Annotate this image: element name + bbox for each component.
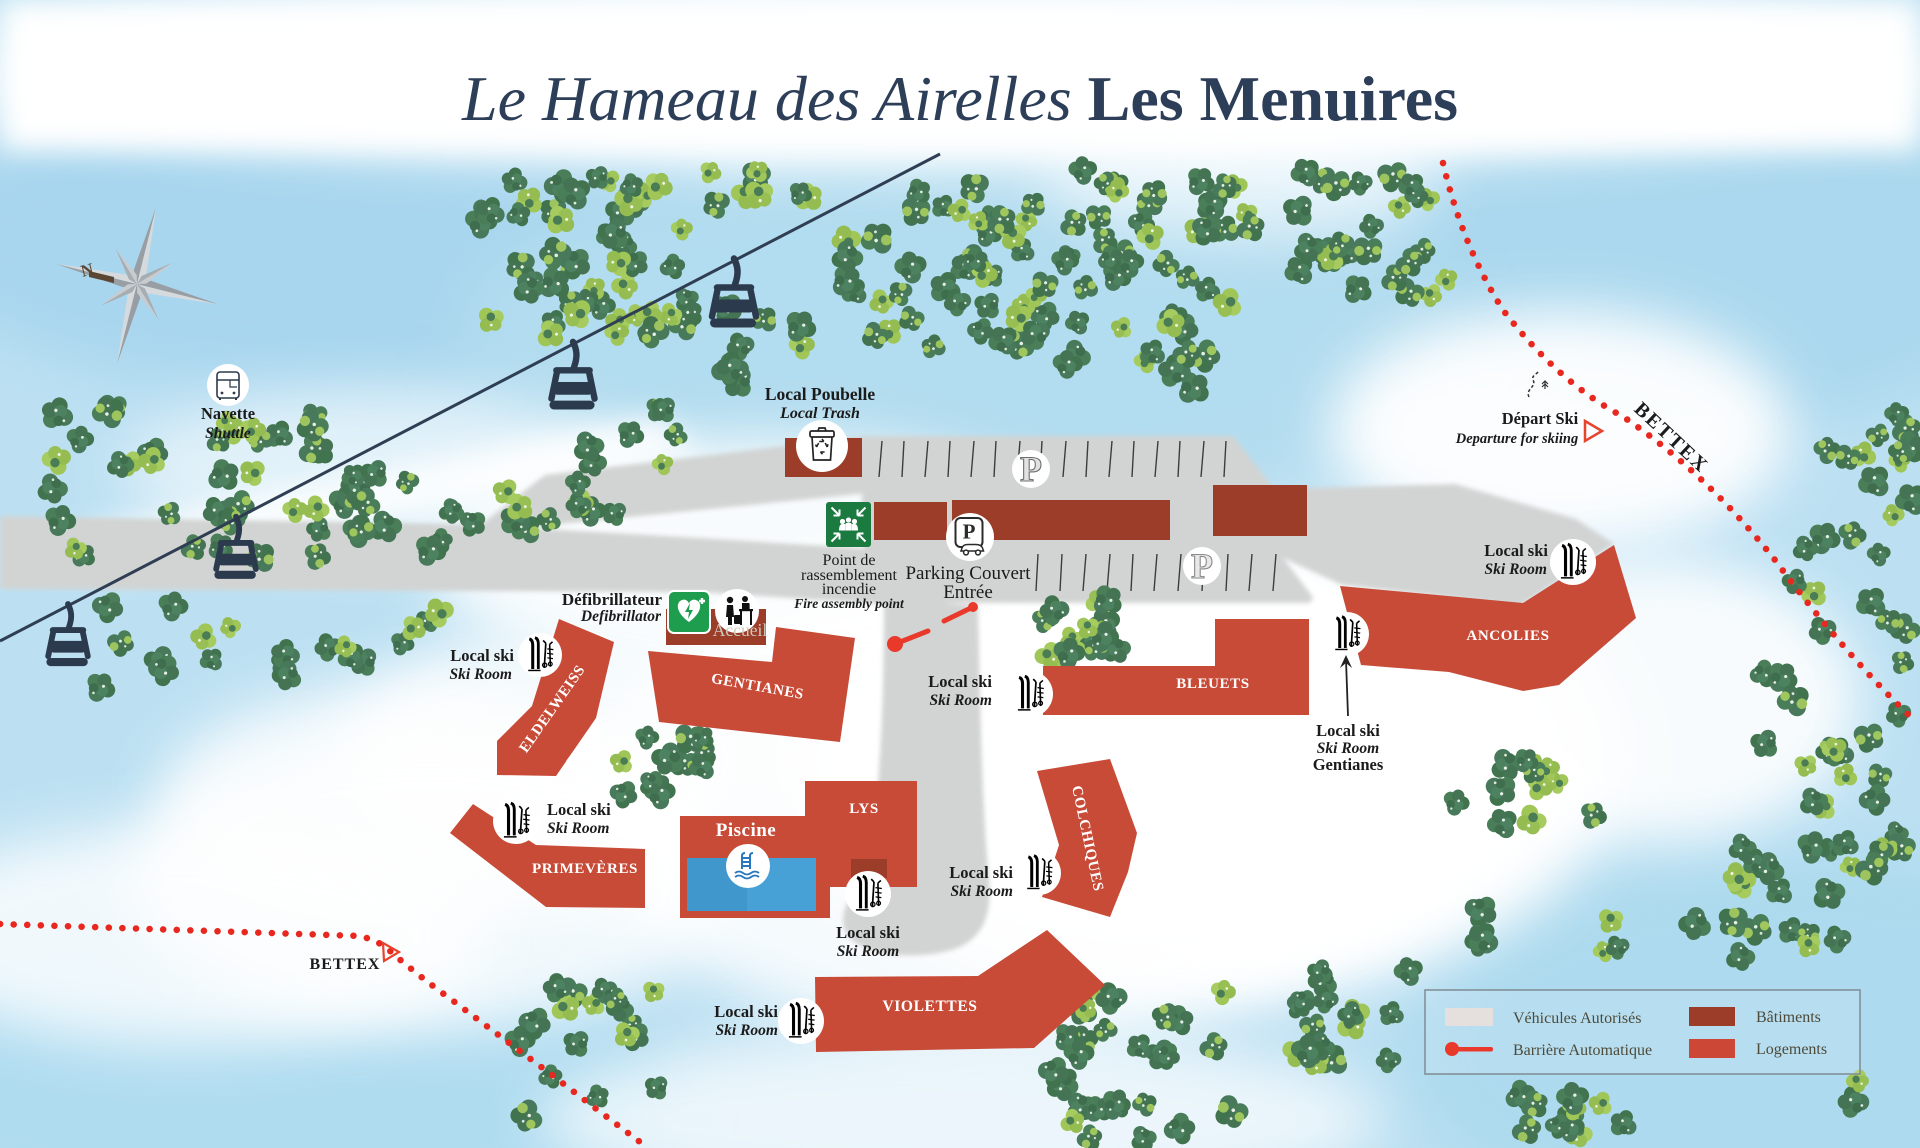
svg-text:ANCOLIES: ANCOLIES (1466, 628, 1549, 644)
svg-text:Gentianes: Gentianes (1313, 755, 1384, 774)
svg-text:P: P (1191, 546, 1213, 586)
svg-text:Point de: Point de (823, 552, 876, 569)
svg-text:incendie: incendie (822, 581, 876, 598)
svg-text:Ski Room: Ski Room (1317, 740, 1379, 757)
svg-text:Accueil: Accueil (713, 620, 768, 640)
svg-text:Ski Room: Ski Room (716, 1022, 778, 1039)
svg-text:Local ski: Local ski (714, 1002, 778, 1021)
svg-text:Local ski: Local ski (949, 863, 1013, 882)
svg-text:Ski Room: Ski Room (547, 820, 609, 837)
svg-text:Ski Room: Ski Room (837, 943, 899, 960)
svg-text:Local ski: Local ski (836, 923, 900, 942)
svg-text:Barrière Automatique: Barrière Automatique (1513, 1042, 1652, 1059)
svg-text:Local ski: Local ski (1484, 541, 1548, 560)
svg-text:Navette: Navette (201, 404, 255, 423)
svg-text:Departure for skiing: Departure for skiing (1455, 431, 1578, 447)
svg-text:Shuttle: Shuttle (205, 425, 251, 442)
svg-text:PRIMEVÈRES: PRIMEVÈRES (532, 860, 638, 877)
svg-text:Ski Room: Ski Room (1485, 561, 1547, 578)
svg-text:Défibrillateur: Défibrillateur (562, 590, 663, 609)
svg-text:Fire assembly point: Fire assembly point (793, 596, 905, 611)
svg-text:Local Trash: Local Trash (779, 405, 860, 422)
svg-text:Local Poubelle: Local Poubelle (765, 384, 876, 404)
svg-text:rassemblement: rassemblement (801, 567, 898, 584)
svg-text:Le Hameau des Airelles Les Men: Le Hameau des Airelles Les Menuires (461, 63, 1458, 134)
svg-text:Ski Room: Ski Room (450, 666, 512, 683)
svg-text:P: P (963, 520, 976, 544)
svg-text:Local ski: Local ski (547, 800, 611, 819)
svg-text:Départ Ski: Départ Ski (1502, 409, 1579, 428)
svg-text:Defibrillator: Defibrillator (580, 608, 662, 625)
svg-text:BETTEX: BETTEX (310, 956, 381, 973)
svg-text:Véhicules Autorisés: Véhicules Autorisés (1513, 1010, 1641, 1027)
svg-text:Local ski: Local ski (1316, 721, 1380, 740)
svg-text:Bâtiments: Bâtiments (1756, 1009, 1821, 1026)
svg-text:LYS: LYS (849, 801, 879, 817)
svg-text:Ski Room: Ski Room (951, 883, 1013, 900)
svg-text:BLEUETS: BLEUETS (1176, 676, 1249, 692)
svg-text:Entrée: Entrée (943, 582, 993, 603)
svg-text:Logements: Logements (1756, 1041, 1827, 1058)
svg-text:Local ski: Local ski (928, 672, 992, 691)
svg-text:Parking Couvert: Parking Couvert (905, 563, 1031, 584)
svg-text:Ski Room: Ski Room (930, 692, 992, 709)
svg-text:P: P (1020, 449, 1042, 489)
svg-text:Local ski: Local ski (450, 646, 514, 665)
svg-text:Piscine: Piscine (716, 820, 777, 841)
svg-text:VIOLETTES: VIOLETTES (883, 998, 978, 1015)
